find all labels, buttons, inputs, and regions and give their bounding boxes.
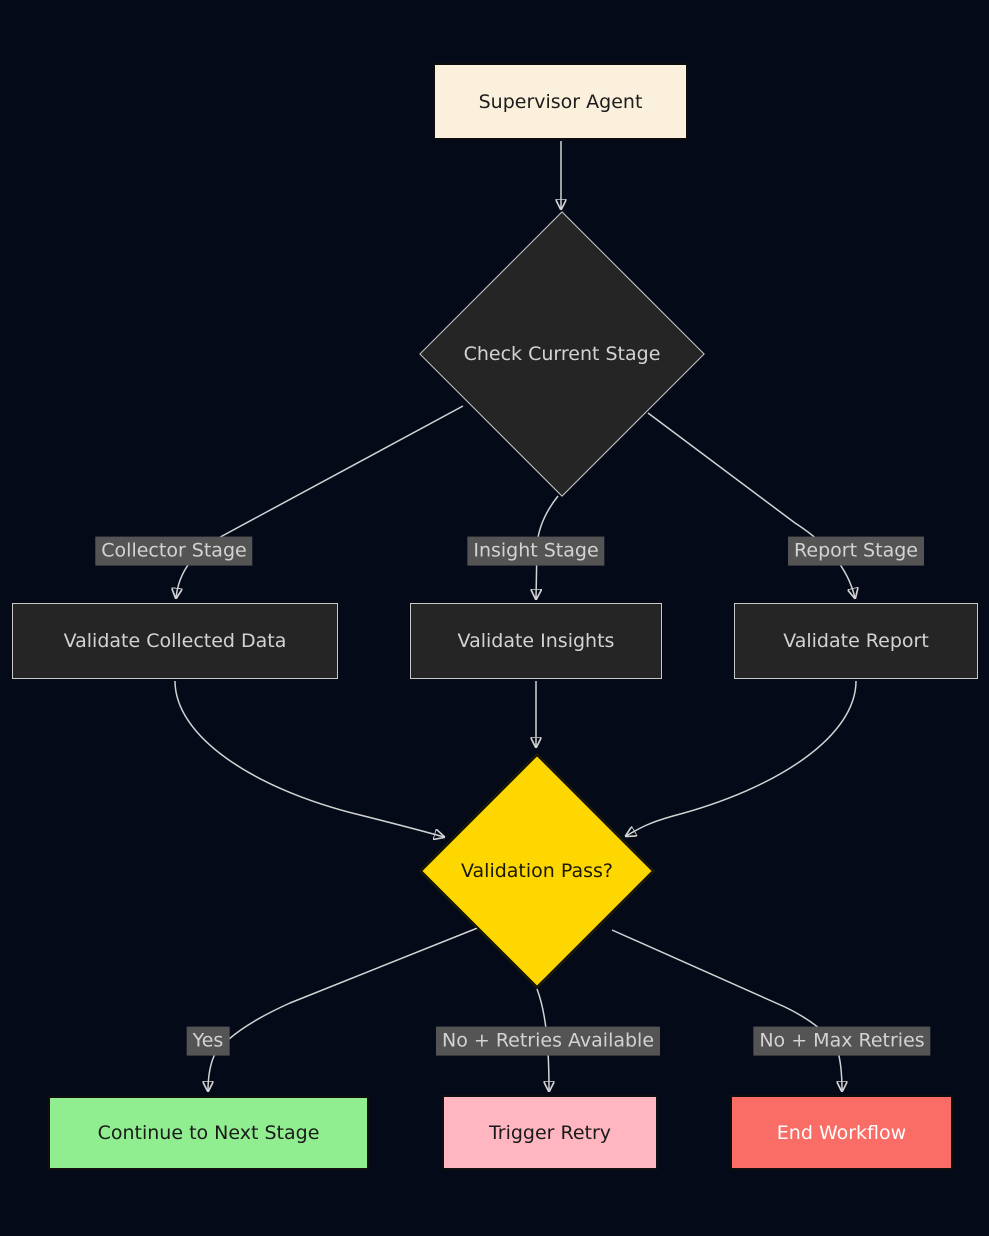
edge-label-collector-stage: Collector Stage xyxy=(95,536,253,566)
edge-pass-to-end-workflow xyxy=(611,929,842,1091)
edge-validate-report-to-pass xyxy=(626,680,857,836)
edge-label-no-max-retries: No + Max Retries xyxy=(753,1026,931,1056)
edge-pass-to-continue xyxy=(208,926,481,1091)
edge-label-no-retries-available: No + Retries Available xyxy=(435,1026,661,1056)
edge-validate-collected-to-pass xyxy=(174,680,444,837)
node-supervisor-agent: Supervisor Agent xyxy=(433,63,688,140)
edge-label-insight-stage: Insight Stage xyxy=(467,536,605,566)
node-validate-report: Validate Report xyxy=(734,603,978,679)
node-supervisor-agent-label: Supervisor Agent xyxy=(478,90,643,113)
node-validate-insights: Validate Insights xyxy=(410,603,662,679)
edge-label-yes: Yes xyxy=(186,1026,230,1056)
node-check-current-stage-label: Check Current Stage xyxy=(463,343,661,365)
node-continue-to-next-stage-label: Continue to Next Stage xyxy=(97,1122,320,1144)
node-validation-pass-label: Validation Pass? xyxy=(461,860,613,882)
node-end-workflow-label: End Workflow xyxy=(776,1121,907,1144)
node-validate-collected-data: Validate Collected Data xyxy=(12,603,338,679)
edge-check-to-validate-collected xyxy=(176,405,464,598)
edge-label-report-stage: Report Stage xyxy=(788,536,924,566)
node-validate-report-label: Validate Report xyxy=(783,630,929,652)
node-validate-insights-label: Validate Insights xyxy=(457,630,615,652)
node-check-current-stage: Check Current Stage xyxy=(419,211,705,497)
node-trigger-retry-label: Trigger Retry xyxy=(488,1121,612,1144)
node-validate-collected-data-label: Validate Collected Data xyxy=(63,630,287,652)
node-validation-pass: Validation Pass? xyxy=(419,753,655,989)
edge-check-to-validate-report xyxy=(647,412,855,598)
node-continue-to-next-stage: Continue to Next Stage xyxy=(48,1096,369,1170)
node-trigger-retry: Trigger Retry xyxy=(442,1095,658,1170)
node-end-workflow: End Workflow xyxy=(730,1095,953,1170)
